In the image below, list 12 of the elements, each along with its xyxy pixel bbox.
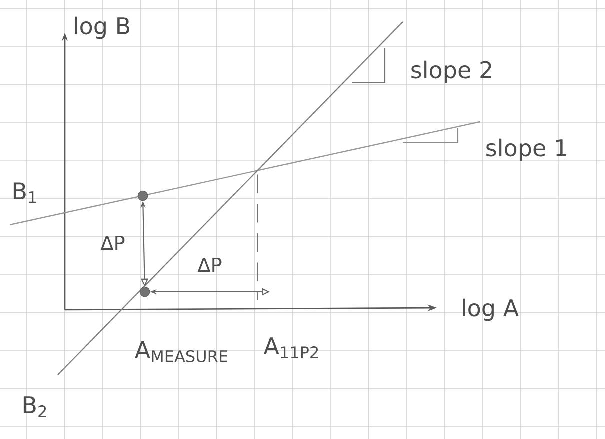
point-marker [138,190,148,202]
intercept-label: B$_{1}$ [14,182,36,204]
tick-label: A$_{11P2}$ [264,338,318,358]
tick-label: A$_{MEASURE}$ [135,342,228,362]
intercept-label: B$_{2}$ [24,396,46,418]
point-marker [140,286,150,298]
edge-label: ΔP [198,258,222,272]
axis-label: log A [463,298,519,322]
edge-label: ΔP [100,236,125,250]
slope-label: slope 1 [486,138,566,162]
axis-label: log B [75,16,130,40]
slope-label: slope 2 [412,60,492,84]
